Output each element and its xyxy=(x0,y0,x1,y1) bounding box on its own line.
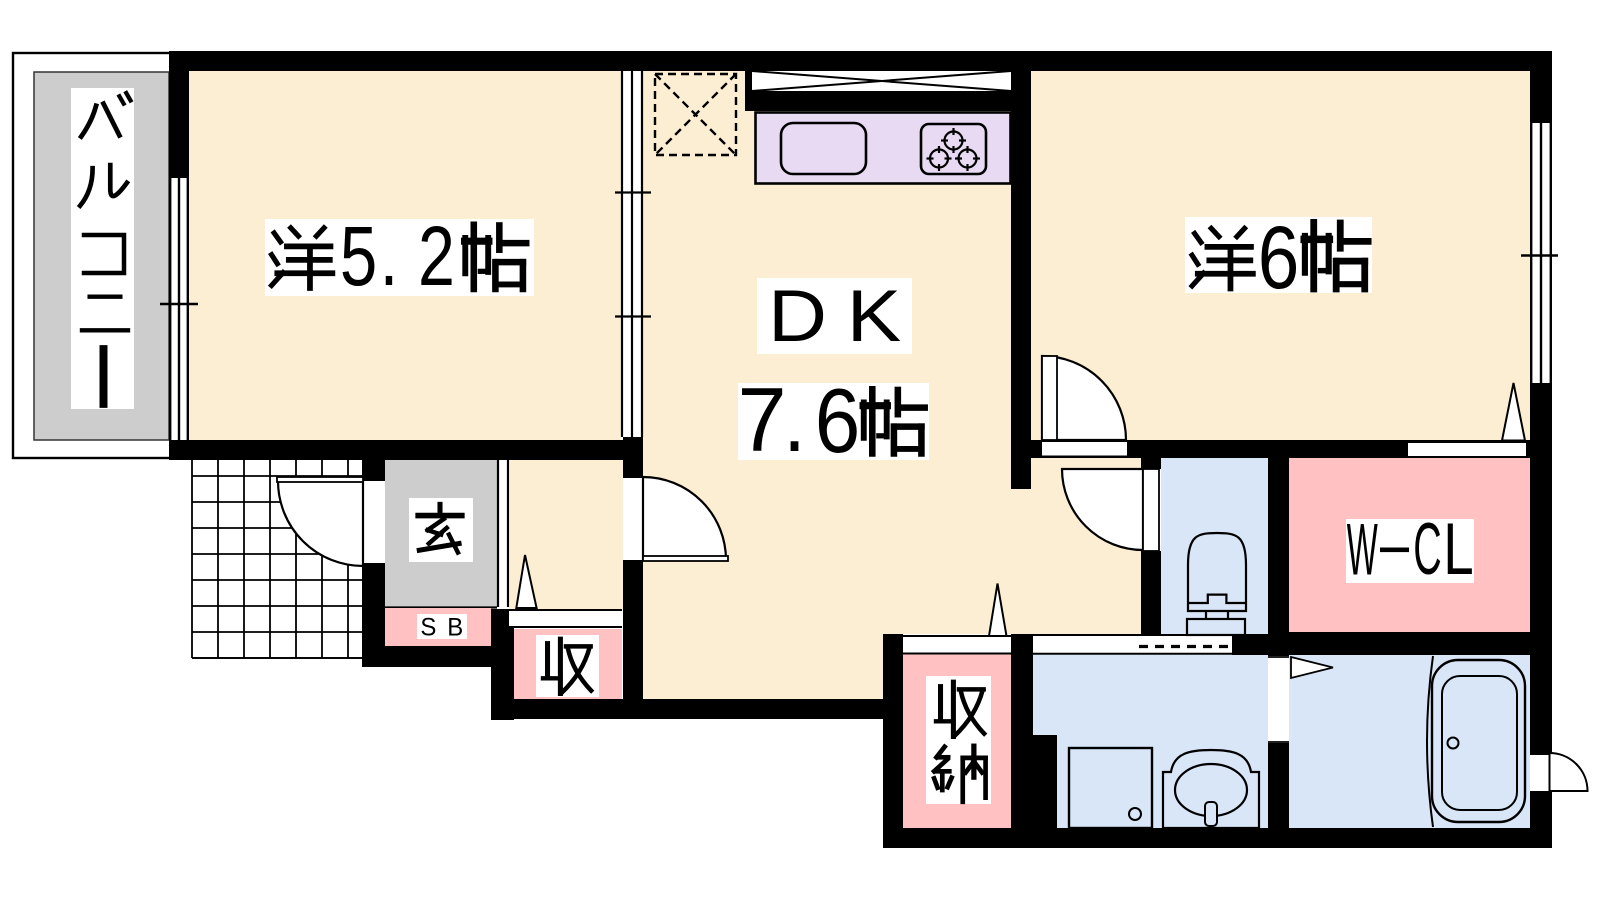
svg-text:W: W xyxy=(1347,509,1378,590)
svg-text:6: 6 xyxy=(1258,209,1300,308)
svg-text:L: L xyxy=(1443,508,1473,589)
svg-text:7: 7 xyxy=(737,369,786,471)
svg-text:.: . xyxy=(783,370,806,471)
svg-text:5: 5 xyxy=(340,210,377,304)
svg-text:C: C xyxy=(1413,509,1441,590)
svg-text:D: D xyxy=(768,276,827,357)
svg-text:6: 6 xyxy=(815,371,861,472)
svg-text:K: K xyxy=(847,276,902,357)
svg-text:.: . xyxy=(380,210,399,304)
svg-text:S: S xyxy=(420,614,436,642)
svg-text:B: B xyxy=(447,614,463,642)
svg-text:2: 2 xyxy=(418,210,455,304)
